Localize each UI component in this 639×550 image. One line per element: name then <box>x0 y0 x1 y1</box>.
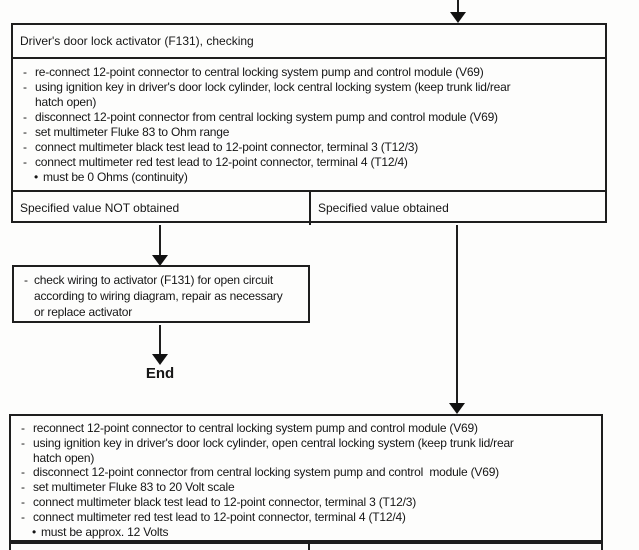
arrow-shaft <box>159 325 161 354</box>
action-box: - check wiring to activator (F131) for o… <box>12 265 310 323</box>
decision-cell-right-clipped <box>310 544 601 550</box>
end-label: End <box>145 365 175 382</box>
arrowhead-down-icon <box>449 403 465 414</box>
dash-marker: - <box>23 110 27 124</box>
step-text: must be approx. 12 Volts <box>41 524 169 539</box>
bullet-marker: • <box>32 524 37 539</box>
arrowhead-down-icon <box>152 354 168 365</box>
step-item-result: • must be 0 Ohms (continuity) <box>19 170 601 185</box>
dash-marker: - <box>21 421 25 435</box>
step-item: -connect multimeter black test lead to 1… <box>19 140 601 155</box>
step-item: -disconnect 12-point connector from cent… <box>17 465 597 480</box>
dash-marker: - <box>23 125 27 139</box>
step-text: connect multimeter red test lead to 12-p… <box>35 155 408 169</box>
bullet-marker: • <box>34 170 39 184</box>
decision-cell-not-obtained: Specified value NOT obtained <box>13 192 311 225</box>
dash-marker: - <box>24 273 28 287</box>
step-text: connect multimeter red test lead to 12-p… <box>33 509 406 524</box>
step-text: re-connect 12-point connector to central… <box>35 65 484 79</box>
step-item: -disconnect 12-point connector from cent… <box>19 110 601 125</box>
step-text: disconnect 12-point connector from centr… <box>33 465 499 480</box>
dash-marker: - <box>23 80 27 94</box>
step-item: -using ignition key in driver's door loc… <box>19 80 601 110</box>
dash-marker: - <box>21 435 25 450</box>
decision-cell-left-clipped <box>11 544 310 550</box>
step-item: -set multimeter Fluke 83 to Ohm range <box>19 125 601 140</box>
flow-entry-arrow <box>450 0 466 23</box>
dash-marker: - <box>23 140 27 154</box>
action-item: - check wiring to activator (F131) for o… <box>20 272 305 320</box>
main-flow-box: Driver's door lock activator (F131), che… <box>11 23 607 225</box>
decision-label: Specified value obtained <box>318 201 449 215</box>
step-text: connect multimeter black test lead to 12… <box>33 494 416 509</box>
dash-marker: - <box>21 480 25 495</box>
dash-marker: - <box>23 155 27 169</box>
step-item: -using ignition key in driver's door loc… <box>17 436 597 466</box>
step-item: -set multimeter Fluke 83 to 20 Volt scal… <box>17 480 597 495</box>
procedure-box-2: -reconnect 12-point connector to central… <box>9 414 603 542</box>
step-text: set multimeter Fluke 83 to 20 Volt scale <box>33 480 235 495</box>
page-title: Driver's door lock activator (F131), che… <box>20 33 254 48</box>
arrow-shaft <box>457 0 459 12</box>
action-text: check wiring to activator (F131) for ope… <box>34 273 283 319</box>
step-text: using ignition key in driver's door lock… <box>35 80 511 109</box>
step-item: -re-connect 12-point connector to centra… <box>19 65 601 80</box>
dash-marker: - <box>21 465 25 480</box>
decision-row-2-clipped <box>9 542 603 550</box>
step-item: -connect multimeter red test lead to 12-… <box>17 510 597 525</box>
decision-cell-obtained: Specified value obtained <box>311 192 605 225</box>
step-item-result: • must be approx. 12 Volts <box>17 525 597 540</box>
step-item: -connect multimeter black test lead to 1… <box>17 495 597 510</box>
dash-marker: - <box>23 65 27 79</box>
step-item: -connect multimeter red test lead to 12-… <box>19 155 601 170</box>
dash-marker: - <box>21 509 25 524</box>
arrow-shaft <box>456 225 458 403</box>
title-box: Driver's door lock activator (F131), che… <box>13 25 605 57</box>
procedure-box-1: -re-connect 12-point connector to centra… <box>13 57 605 190</box>
step-item: -reconnect 12-point connector to central… <box>17 421 597 436</box>
branch-arrow-obtained <box>449 225 465 414</box>
decision-label: Specified value NOT obtained <box>20 201 180 215</box>
arrow-to-end <box>152 325 168 365</box>
arrowhead-down-icon <box>450 12 466 23</box>
step-text: connect multimeter black test lead to 12… <box>35 140 418 154</box>
step-text: reconnect 12-point connector to central … <box>33 421 478 435</box>
decision-row-1: Specified value NOT obtained Specified v… <box>13 190 605 225</box>
step-text: set multimeter Fluke 83 to Ohm range <box>35 125 230 139</box>
step-text: using ignition key in driver's door lock… <box>33 435 514 465</box>
step-text: must be 0 Ohms (continuity) <box>43 170 188 184</box>
branch-arrow-not-obtained <box>152 225 168 266</box>
dash-marker: - <box>21 494 25 509</box>
step-text: disconnect 12-point connector from centr… <box>35 110 498 124</box>
arrow-shaft <box>159 225 161 255</box>
arrowhead-down-icon <box>152 255 168 266</box>
